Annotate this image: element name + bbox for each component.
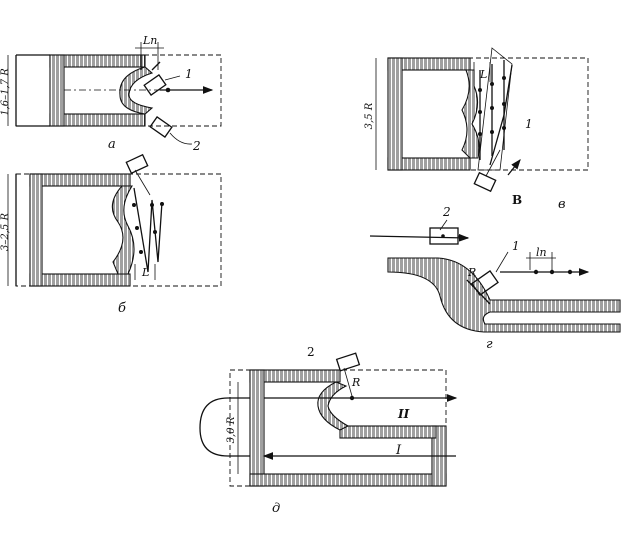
panel-a-caption: а — [108, 137, 116, 152]
panel-d-back-lining — [249, 369, 265, 487]
panel-b-dimension: 3–2,5 R — [0, 213, 11, 251]
panel-v-face-lining — [461, 69, 480, 159]
panel-b-nozzle — [125, 153, 149, 175]
panel-v-spray-plane — [477, 47, 513, 171]
panel-d-bottom-lining — [249, 473, 447, 487]
panel-g-caption: г — [486, 337, 493, 352]
panel-d: II I 2 R 3,0 R д — [199, 345, 458, 516]
panel-v-length-label: L — [479, 68, 487, 81]
panel-a-tool-marker: 1 — [185, 67, 193, 81]
panel-g-length-label: lп — [536, 246, 547, 259]
panel-b-spray-path — [133, 187, 163, 273]
panel-d-pass-lower: I — [395, 443, 402, 458]
panel-b-top-lining — [29, 173, 131, 187]
panel-b-caption: б — [118, 301, 126, 316]
panel-a-nozzle — [149, 116, 173, 138]
panel-d-step-lining — [339, 425, 437, 439]
panel-v-bold-letter: В — [512, 193, 522, 207]
panel-g-curved-lining — [387, 257, 621, 333]
panel-b-length-label: L — [141, 266, 149, 279]
panel-a-dimension: 1,6–1,7 R — [0, 68, 11, 116]
panel-b: L 3–2,5 R б — [0, 153, 222, 316]
panel-d-return-loop — [199, 397, 250, 457]
panel-d-radius-label: R — [351, 376, 360, 389]
panel-v-dimension: 3,5 R — [364, 102, 375, 129]
panel-g-tool-marker: 1 — [512, 239, 520, 253]
panel-g: 2 lп R 1 г — [369, 205, 621, 352]
panel-v-back-lining — [387, 57, 403, 171]
panel-d-face-lining — [317, 381, 350, 431]
panel-b-face-lining — [111, 185, 135, 275]
panel-a: 1,6–1,7 R Lп 1 2 а — [0, 34, 222, 153]
panel-a-nozzle-marker: 2 — [192, 139, 201, 153]
panel-v-caption: в — [558, 197, 566, 212]
panel-b-bottom-lining — [29, 273, 131, 287]
panel-a-length-label: Lп — [142, 34, 157, 47]
panel-d-nozzle-marker: 2 — [307, 345, 315, 359]
panel-g-radius-label: R — [467, 266, 476, 279]
panel-v-tool-marker: 1 — [525, 117, 533, 131]
panel-d-caption: д — [272, 501, 280, 516]
panel-g-nozzle-marker: 2 — [442, 205, 451, 219]
panel-v-extent — [387, 57, 589, 171]
panel-d-pass-upper: II — [397, 407, 410, 421]
panel-v-nozzle — [473, 171, 497, 193]
panel-a-face-lining — [119, 66, 154, 115]
panel-v: L 1 3,5 R В в — [364, 47, 589, 212]
panel-d-nozzle — [335, 352, 361, 372]
panel-d-dimension: 3,0 R — [226, 416, 237, 443]
panel-a-spray-tool — [143, 74, 167, 96]
panel-a-back-lining — [49, 54, 65, 127]
panel-b-back-lining — [29, 173, 43, 287]
